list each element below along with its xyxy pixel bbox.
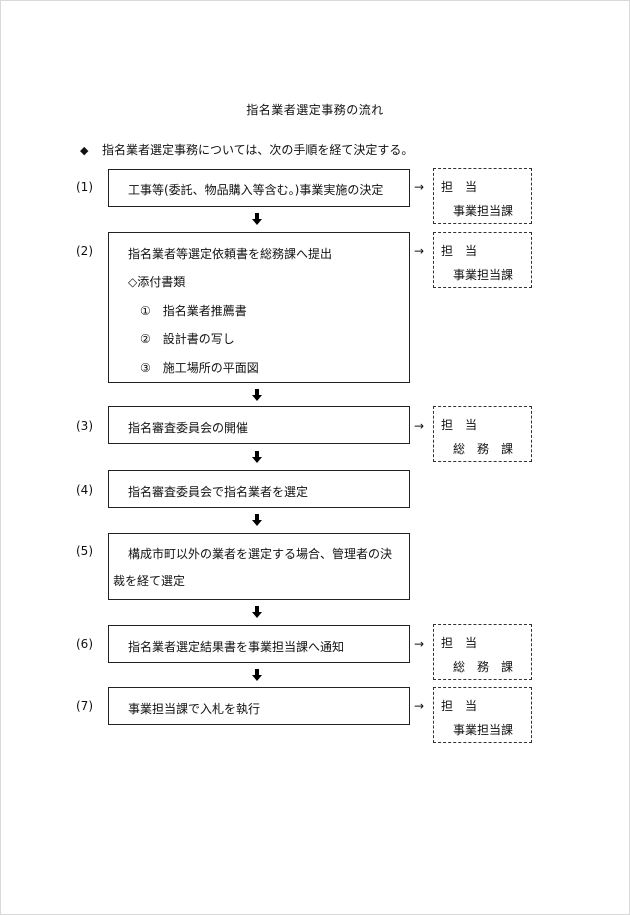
step-number: (3) bbox=[76, 419, 93, 433]
responsible-label: 担 当 bbox=[441, 699, 478, 713]
responsible-label: 担 当 bbox=[441, 180, 478, 194]
responsible-box: 担 当 事業担当課 bbox=[433, 687, 532, 743]
arrow-down-icon bbox=[252, 389, 262, 401]
responsible-box: 担 当 総 務 課 bbox=[433, 406, 532, 462]
step-text: 構成市町以外の業者を選定する場合、管理者の決 bbox=[128, 547, 393, 561]
responsible-label: 担 当 bbox=[441, 244, 478, 258]
arrow-down-icon bbox=[252, 451, 262, 463]
responsible-label: 担 当 bbox=[441, 636, 478, 650]
responsible-dept: 総 務 課 bbox=[453, 442, 514, 456]
responsible-dept: 事業担当課 bbox=[453, 723, 514, 737]
step-text: 指名審査委員会で指名業者を選定 bbox=[128, 485, 309, 499]
arrow-right-icon: → bbox=[414, 180, 425, 194]
step-number: (1) bbox=[76, 180, 93, 194]
step-number: (6) bbox=[76, 637, 93, 651]
page-title: 指名業者選定事務の流れ bbox=[246, 103, 384, 117]
step-text: 裁を経て選定 bbox=[113, 574, 186, 588]
step-number: (4) bbox=[76, 483, 93, 497]
arrow-down-icon bbox=[252, 669, 262, 681]
step-box: 指名業者等選定依頼書を総務課へ提出 ◇添付書類 ① 指名業者推薦書 ② 設計書の… bbox=[108, 232, 410, 383]
step-text: 指名業者選定結果書を事業担当課へ通知 bbox=[128, 640, 345, 654]
responsible-box: 担 当 総 務 課 bbox=[433, 624, 532, 680]
step-text: 指名審査委員会の開催 bbox=[128, 421, 249, 435]
arrow-right-icon: → bbox=[414, 244, 425, 258]
arrow-down-icon bbox=[252, 213, 262, 225]
step-box: 指名審査委員会の開催 bbox=[108, 406, 410, 444]
step-text: 工事等(委託、物品購入等含む。)事業実施の決定 bbox=[128, 183, 384, 197]
step-box: 構成市町以外の業者を選定する場合、管理者の決 裁を経て選定 bbox=[108, 533, 410, 600]
intro-line: ◆ 指名業者選定事務については、次の手順を経て決定する。 bbox=[80, 141, 413, 158]
arrow-right-icon: → bbox=[414, 419, 425, 433]
step-box: 指名審査委員会で指名業者を選定 bbox=[108, 470, 410, 508]
responsible-box: 担 当 事業担当課 bbox=[433, 232, 532, 288]
responsible-dept: 事業担当課 bbox=[453, 268, 514, 282]
responsible-dept: 総 務 課 bbox=[453, 660, 514, 674]
arrow-right-icon: → bbox=[414, 637, 425, 651]
attachment-item: ③ 施工場所の平面図 bbox=[140, 361, 259, 375]
step-text: 指名業者等選定依頼書を総務課へ提出 bbox=[128, 247, 333, 261]
diamond-bullet-icon: ◆ bbox=[80, 144, 89, 157]
step-box: 工事等(委託、物品購入等含む。)事業実施の決定 bbox=[108, 169, 410, 207]
arrow-down-icon bbox=[252, 514, 262, 526]
step-number: (5) bbox=[76, 544, 93, 558]
attachment-item: ① 指名業者推薦書 bbox=[140, 304, 247, 318]
arrow-down-icon bbox=[252, 606, 262, 618]
step-box: 指名業者選定結果書を事業担当課へ通知 bbox=[108, 625, 410, 663]
arrow-right-icon: → bbox=[414, 699, 425, 713]
attachment-item: ② 設計書の写し bbox=[140, 332, 235, 346]
step-text: 事業担当課で入札を執行 bbox=[128, 702, 261, 716]
responsible-label: 担 当 bbox=[441, 418, 478, 432]
intro-text: 指名業者選定事務については、次の手順を経て決定する。 bbox=[102, 143, 414, 157]
responsible-box: 担 当 事業担当課 bbox=[433, 168, 532, 224]
step-number: (2) bbox=[76, 244, 93, 258]
step-box: 事業担当課で入札を執行 bbox=[108, 687, 410, 725]
responsible-dept: 事業担当課 bbox=[453, 204, 514, 218]
attachments-heading: ◇添付書類 bbox=[128, 275, 186, 289]
step-number: (7) bbox=[76, 699, 93, 713]
